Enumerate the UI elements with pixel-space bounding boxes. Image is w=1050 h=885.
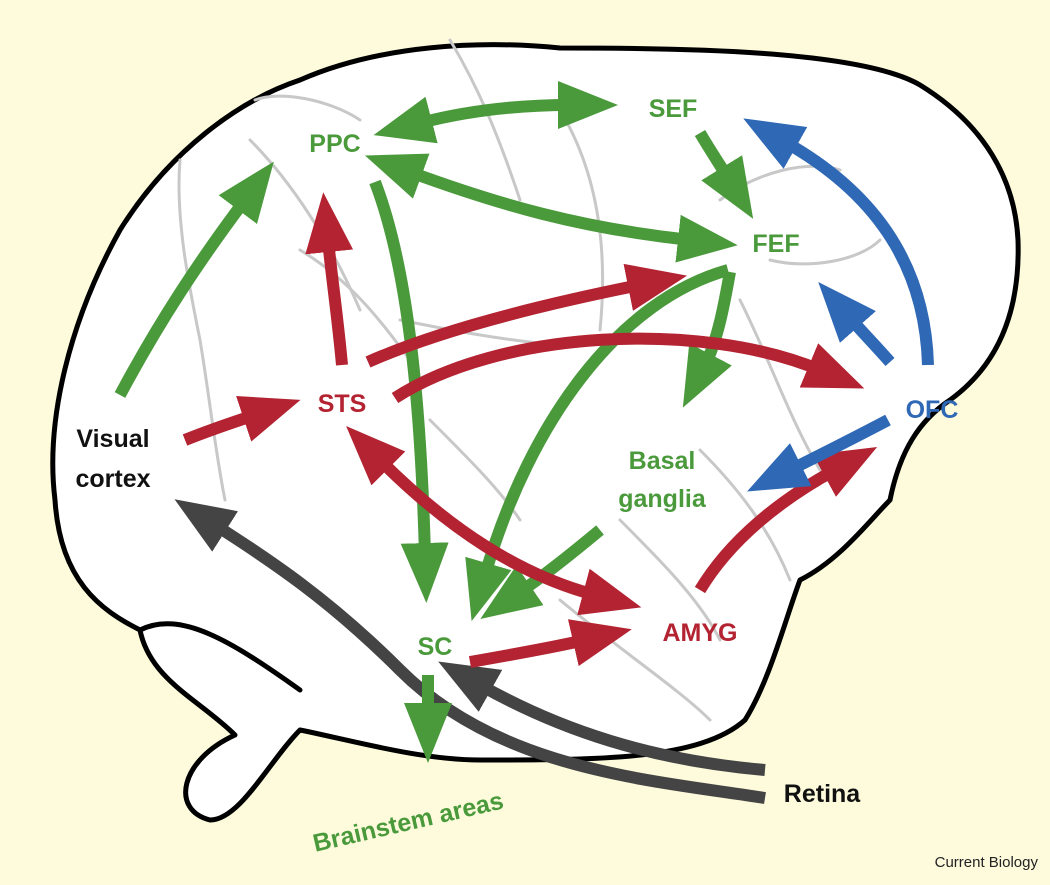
ofc-to-basal-ganglia-arrow xyxy=(747,414,891,492)
ofc-to-fef-arrow xyxy=(818,282,895,366)
sulcus xyxy=(253,94,362,122)
basal-ganglia-label-line1: Basal xyxy=(629,447,696,475)
cerebellum-fold xyxy=(137,621,303,693)
brainstem-areas-label: Brainstem areas xyxy=(310,787,506,858)
sts-to-ofc-arrow xyxy=(391,332,865,404)
sc-to-amyg-arrow xyxy=(468,619,632,668)
sulcus xyxy=(558,598,712,722)
amyg-label: AMYG xyxy=(663,619,738,647)
retina-label: Retina xyxy=(784,780,862,808)
sef-label: SEF xyxy=(649,95,698,123)
visual-cortex-label-line2: cortex xyxy=(75,465,150,493)
journal-credit: Current Biology xyxy=(935,854,1039,871)
visual-cortex-to-sts-arrow xyxy=(182,396,301,446)
ofc-to-sef-arrow xyxy=(743,118,934,366)
ppc-label: PPC xyxy=(309,130,360,158)
basal-ganglia-label-line2: ganglia xyxy=(618,485,707,513)
visual-cortex-label-line1: Visual xyxy=(76,425,149,453)
sef-to-fef-arrow xyxy=(694,129,754,219)
sts-amyg-arrow xyxy=(346,426,642,616)
amyg-to-ofc-arrow xyxy=(694,447,878,594)
fef-to-basal-ganglia-arrow xyxy=(682,270,736,408)
ppc-sef-arrow xyxy=(373,81,618,144)
sts-to-fef-arrow xyxy=(365,263,688,368)
sc-label: SC xyxy=(418,633,453,661)
sts-label: STS xyxy=(318,390,367,418)
ofc-label: OFC xyxy=(906,396,959,424)
red-arrows xyxy=(182,192,878,668)
sulcus xyxy=(768,238,882,266)
sulcus xyxy=(177,158,227,502)
fef-label: FEF xyxy=(752,230,799,258)
ppc-fef-arrow xyxy=(364,153,738,263)
sts-to-ppc-arrow xyxy=(305,192,354,366)
sulcus xyxy=(698,448,792,582)
retina-to-sc-arrow xyxy=(438,661,766,776)
blue-arrows xyxy=(743,118,934,492)
visual-cortex-to-ppc-arrow xyxy=(114,161,274,398)
